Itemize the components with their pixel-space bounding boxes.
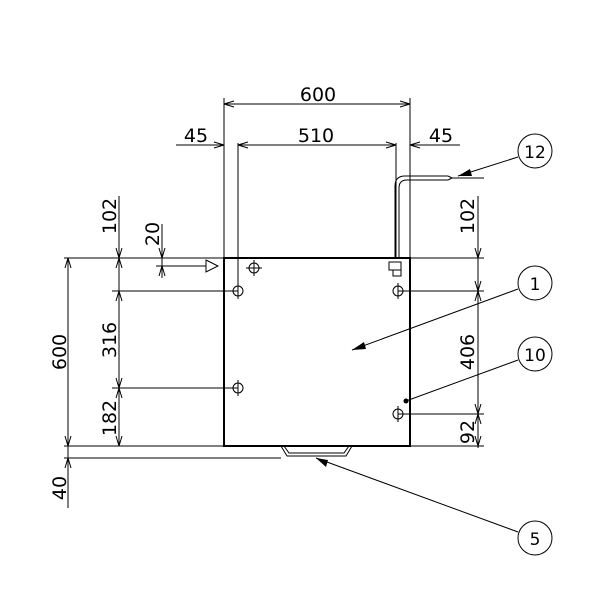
right-dimensions [398, 196, 484, 448]
dim-top-middle: 510 [298, 125, 334, 147]
dim-left-20: 20 [142, 222, 164, 246]
bottom-handle [280, 445, 353, 457]
dim-right-406: 406 [457, 334, 479, 370]
dim-top-left-offset: 45 [184, 125, 208, 147]
dim-top-overall: 600 [300, 84, 336, 106]
dim-right-top-102: 102 [457, 198, 479, 234]
bottom-handle-inner [283, 445, 350, 454]
callout-12-label: 12 [524, 143, 546, 163]
callout-10-label: 10 [524, 346, 546, 366]
top-dimensions [176, 98, 460, 283]
callout-10 [403, 336, 553, 404]
hole-top-edge [246, 260, 262, 276]
callout-12 [457, 133, 553, 177]
dim-left-182: 182 [99, 400, 121, 436]
callout-1 [351, 265, 553, 351]
dim-left-top-102: 102 [99, 198, 121, 234]
flow-arrow-icon [168, 259, 220, 273]
dim-right-92: 92 [457, 420, 479, 444]
left-dimensions [64, 196, 281, 508]
callout-5-label: 5 [530, 530, 541, 550]
dim-left-overall: 600 [49, 334, 71, 370]
dim-left-316: 316 [99, 322, 121, 358]
dim-top-right-offset: 45 [429, 125, 453, 147]
dim-left-40: 40 [49, 476, 71, 500]
callout-1-label: 1 [530, 275, 541, 295]
main-plate [223, 257, 411, 447]
drain-pipe [388, 175, 484, 277]
callout-5 [315, 457, 553, 556]
